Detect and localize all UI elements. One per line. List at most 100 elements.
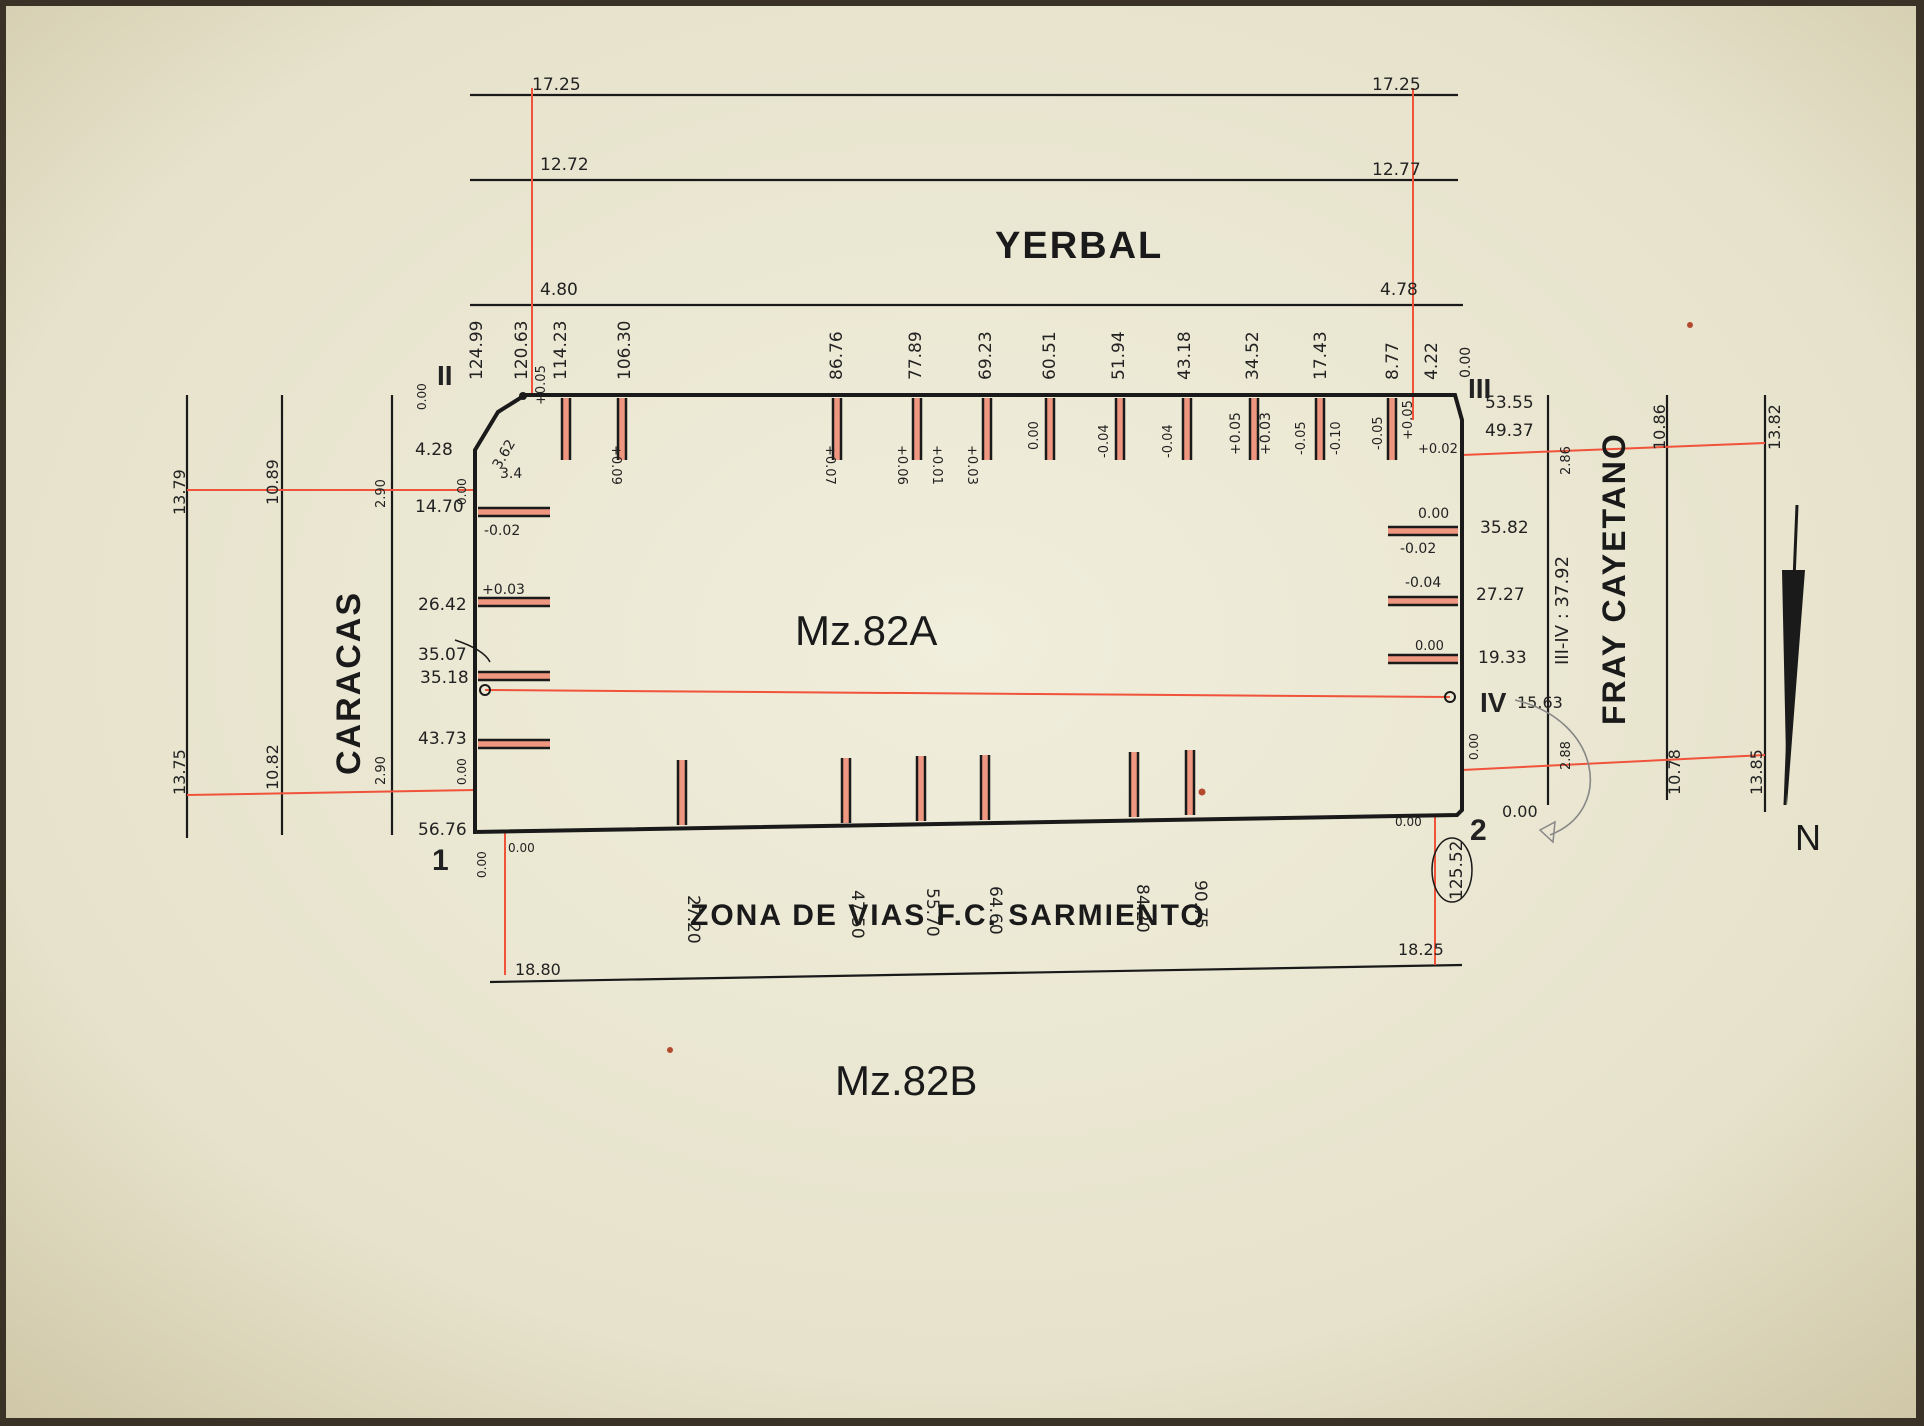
circled-value	[1431, 837, 1473, 903]
north-dist-7: 60.51	[1040, 331, 1060, 380]
cayetano-bottom-outer: 13.85	[1747, 749, 1766, 795]
south-ticks	[676, 750, 1196, 825]
east-mark-1: -0.02	[1400, 541, 1436, 557]
west-pointer	[454, 639, 491, 663]
south-red-lines	[504, 815, 1436, 975]
east-mark-0: 0.00	[1418, 506, 1449, 522]
west-dist-0: 4.28	[415, 440, 453, 460]
north-dist-11: 17.43	[1311, 331, 1331, 380]
west-dist-3: 35.07	[418, 645, 467, 665]
caracas-lines	[185, 395, 394, 838]
east-dist-4: 19.33	[1478, 648, 1527, 668]
south-dist-4: 84.20	[1132, 884, 1152, 933]
north-dist-13: 4.22	[1422, 342, 1442, 380]
ink-dot	[1198, 788, 1206, 796]
north-arrow-label: N	[1795, 817, 1821, 858]
west-marks: 0.00 3.62 3.4 -0.02 +0.03 0.00 2.90 2.90…	[374, 383, 525, 785]
north-mark-7: -0.04	[1097, 424, 1112, 458]
block-outline	[473, 393, 1464, 835]
north-dist-8: 51.94	[1109, 331, 1129, 380]
vertex-iv-point	[1444, 691, 1456, 703]
north-mark-3: +0.06	[894, 445, 909, 485]
vertex-label-ii: II	[437, 360, 453, 391]
cayetano-red-bottom	[1461, 754, 1766, 771]
north-dist-10: 34.52	[1243, 331, 1263, 380]
ink-dot	[1687, 322, 1693, 328]
east-mark-5: 2.86	[1559, 446, 1574, 475]
north-dist-3: 106.30	[615, 321, 635, 380]
east-marks: 0.00 -0.02 -0.04 0.00 0.00 2.86 2.88	[1400, 446, 1574, 770]
vertex-label-1: 1	[432, 844, 449, 877]
north-dist-9: 43.18	[1175, 331, 1195, 380]
north-dist-6: 69.23	[976, 331, 996, 380]
north-mark-8: -0.04	[1161, 424, 1176, 458]
south-mark-1: 0.00	[508, 841, 535, 855]
diagonal-label: III-IV : 37.92	[1552, 556, 1573, 665]
east-dist-5: 15.63	[1517, 693, 1563, 712]
caracas-bottom-inner: 10.82	[263, 744, 282, 790]
block-main-label: Mz.82A	[795, 607, 937, 654]
west-dist-5: 43.73	[418, 729, 467, 749]
north-dist-12: 8.77	[1383, 342, 1403, 380]
south-line	[489, 963, 1463, 984]
north-dist-1: 120.63	[512, 321, 532, 380]
vertex-label-iii: III	[1468, 373, 1491, 404]
west-mark-2: 3.4	[500, 466, 522, 482]
west-mark-7: 2.90	[374, 756, 389, 785]
cayetano-top-outer: 13.82	[1765, 404, 1784, 450]
north-mark-13: -0.05	[1371, 416, 1386, 450]
west-mark-4: +0.03	[482, 582, 525, 598]
west-distances: 4.28 14.70 26.42 35.07 35.18 43.73 56.76	[415, 440, 469, 840]
west-mark-6: 2.90	[374, 479, 389, 508]
north-mark-11: -0.05	[1294, 421, 1309, 455]
south-marks: 0.00 0.00 0.00	[475, 815, 1422, 878]
north-mark-15: +0.02	[1418, 442, 1458, 457]
east-dist-1: 49.37	[1485, 421, 1534, 441]
north-mark-0: +0.05	[534, 365, 549, 405]
east-distances: 53.55 49.37 35.82 27.27 19.33 15.63 0.00	[1476, 393, 1563, 821]
east-dist-2: 35.82	[1480, 518, 1529, 538]
cayetano-red-lines	[1461, 442, 1766, 771]
west-mark-0: 0.00	[415, 383, 429, 410]
block-south-label: Mz.82B	[835, 1057, 977, 1104]
north-arrow-icon	[1782, 504, 1805, 806]
north-mark-1: +0.09	[608, 445, 623, 485]
east-ticks	[1388, 525, 1458, 665]
vertex-label-iv: IV	[1480, 687, 1507, 718]
east-dist-0: 53.55	[1485, 393, 1534, 413]
west-dist-6: 56.76	[418, 820, 467, 840]
south-mark-0: 0.00	[475, 851, 489, 878]
label-bottom-right: 18.25	[1398, 940, 1444, 959]
vertex-ii-point	[519, 392, 527, 400]
label-l2-left: 12.72	[540, 155, 589, 175]
south-dist-0: 27.20	[683, 895, 703, 944]
east-dist-3: 27.27	[1476, 585, 1525, 605]
north-ticks	[560, 398, 1398, 460]
cayetano-red-top	[1461, 442, 1766, 456]
west-mark-3: -0.02	[484, 523, 520, 539]
north-dist-5: 77.89	[906, 331, 926, 380]
label-l1-left: 17.25	[532, 75, 581, 95]
north-dist-4: 86.76	[827, 331, 847, 380]
north-dist-0: 124.99	[467, 321, 487, 380]
label-bottom-left: 18.80	[515, 960, 561, 979]
label-l2-right: 12.77	[1372, 160, 1421, 180]
cayetano-top-inner: 10.86	[1650, 404, 1669, 450]
south-dist-1: 47.50	[847, 890, 867, 939]
caracas-red-bottom	[186, 789, 476, 796]
north-mark-6: 0.00	[1027, 421, 1042, 450]
west-mark-5: 0.00	[455, 478, 469, 505]
north-distances: 124.99 120.63 114.23 106.30 86.76 77.89 …	[467, 321, 1474, 380]
south-dist-2: 55.70	[922, 888, 942, 937]
west-dist-2: 26.42	[418, 595, 467, 615]
yerbal-lines	[470, 93, 1463, 307]
yerbal-red-lines	[531, 88, 1414, 420]
east-mark-4: 0.00	[1467, 733, 1481, 760]
label-l3-right: 4.78	[1380, 280, 1418, 300]
west-mark-8: 0.00	[455, 758, 469, 785]
label-l3-left: 4.80	[540, 280, 578, 300]
pencil-arrow-head-icon	[1538, 820, 1556, 844]
street-zona-de-vias: ZONA DE VIAS F.C. SARMIENTO	[690, 899, 1206, 932]
cayetano-bottom-inner: 10.78	[1665, 749, 1684, 795]
block-red-axis	[484, 689, 1451, 698]
